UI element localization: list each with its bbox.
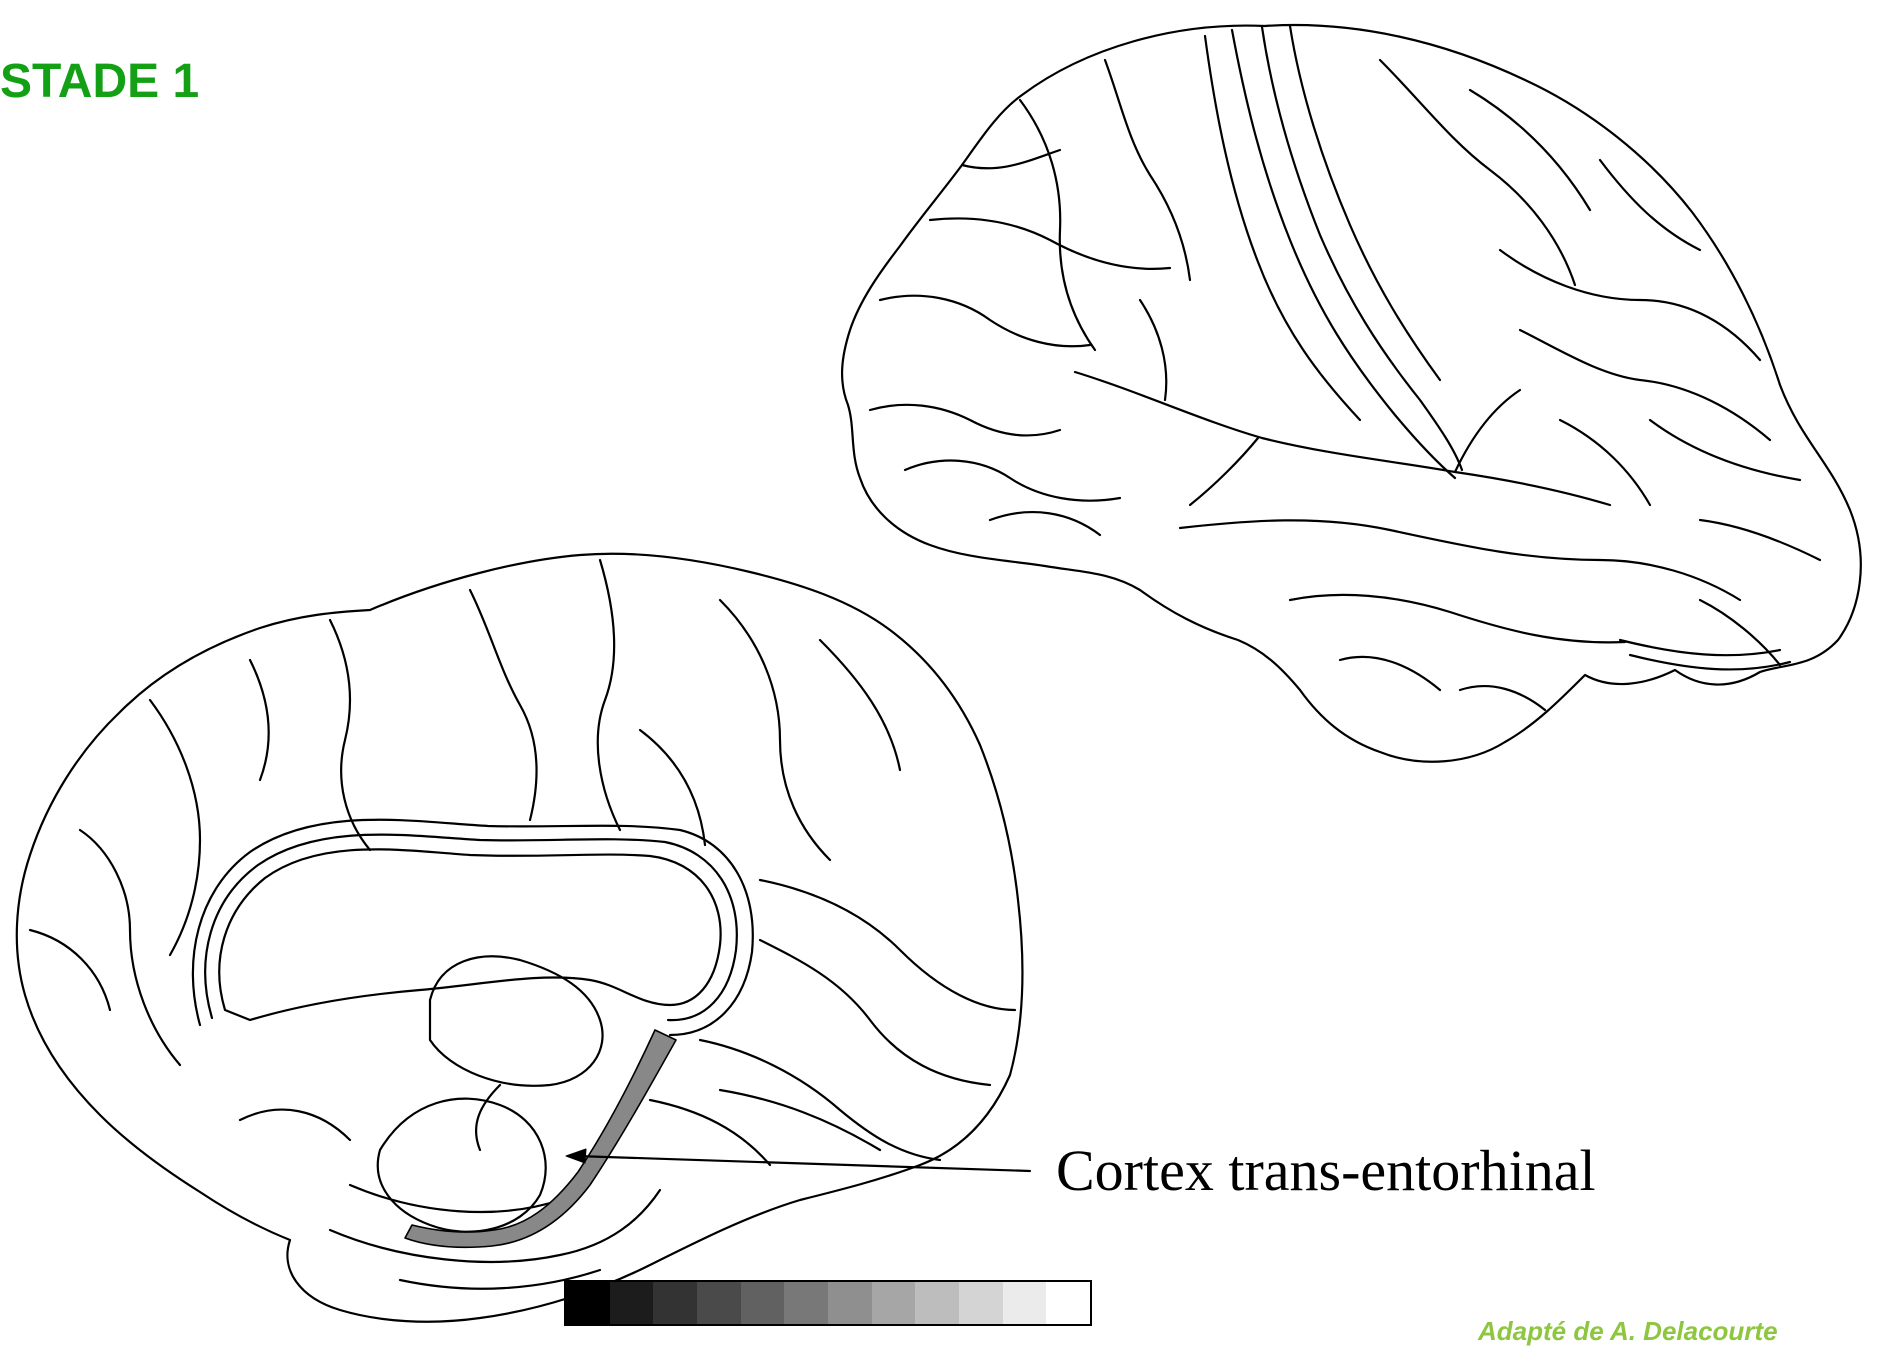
scale-swatch-9: [915, 1282, 959, 1324]
corpus-callosum: [219, 849, 720, 1020]
central-sulcus: [1232, 30, 1455, 478]
scale-swatch-8: [872, 1282, 916, 1324]
scale-swatch-2: [610, 1282, 654, 1324]
scale-swatch-10: [959, 1282, 1003, 1324]
lateral-brain-outline: [842, 25, 1861, 762]
medial-brain-outline: [17, 554, 1023, 1322]
trans-entorhinal-region: [405, 1030, 676, 1247]
scale-swatch-3: [653, 1282, 697, 1324]
scale-swatch-1: [566, 1282, 610, 1324]
scale-swatch-7: [828, 1282, 872, 1324]
annotation-arrow: [566, 1149, 1030, 1171]
thalamus: [430, 956, 603, 1085]
cortex-trans-entorhinal-label: Cortex trans-entorhinal: [1056, 1142, 1596, 1200]
grayscale-scale-bar: [564, 1280, 1092, 1326]
scale-swatch-6: [784, 1282, 828, 1324]
source-credit: Adapté de A. Delacourte: [1478, 1318, 1778, 1344]
scale-swatch-12: [1046, 1282, 1090, 1324]
lateral-brain-view: [842, 25, 1861, 762]
medial-brain-view: [17, 554, 1023, 1322]
sylvian-fissure: [1075, 372, 1610, 505]
scale-swatch-4: [697, 1282, 741, 1324]
scale-swatch-11: [1003, 1282, 1047, 1324]
scale-swatch-5: [741, 1282, 785, 1324]
